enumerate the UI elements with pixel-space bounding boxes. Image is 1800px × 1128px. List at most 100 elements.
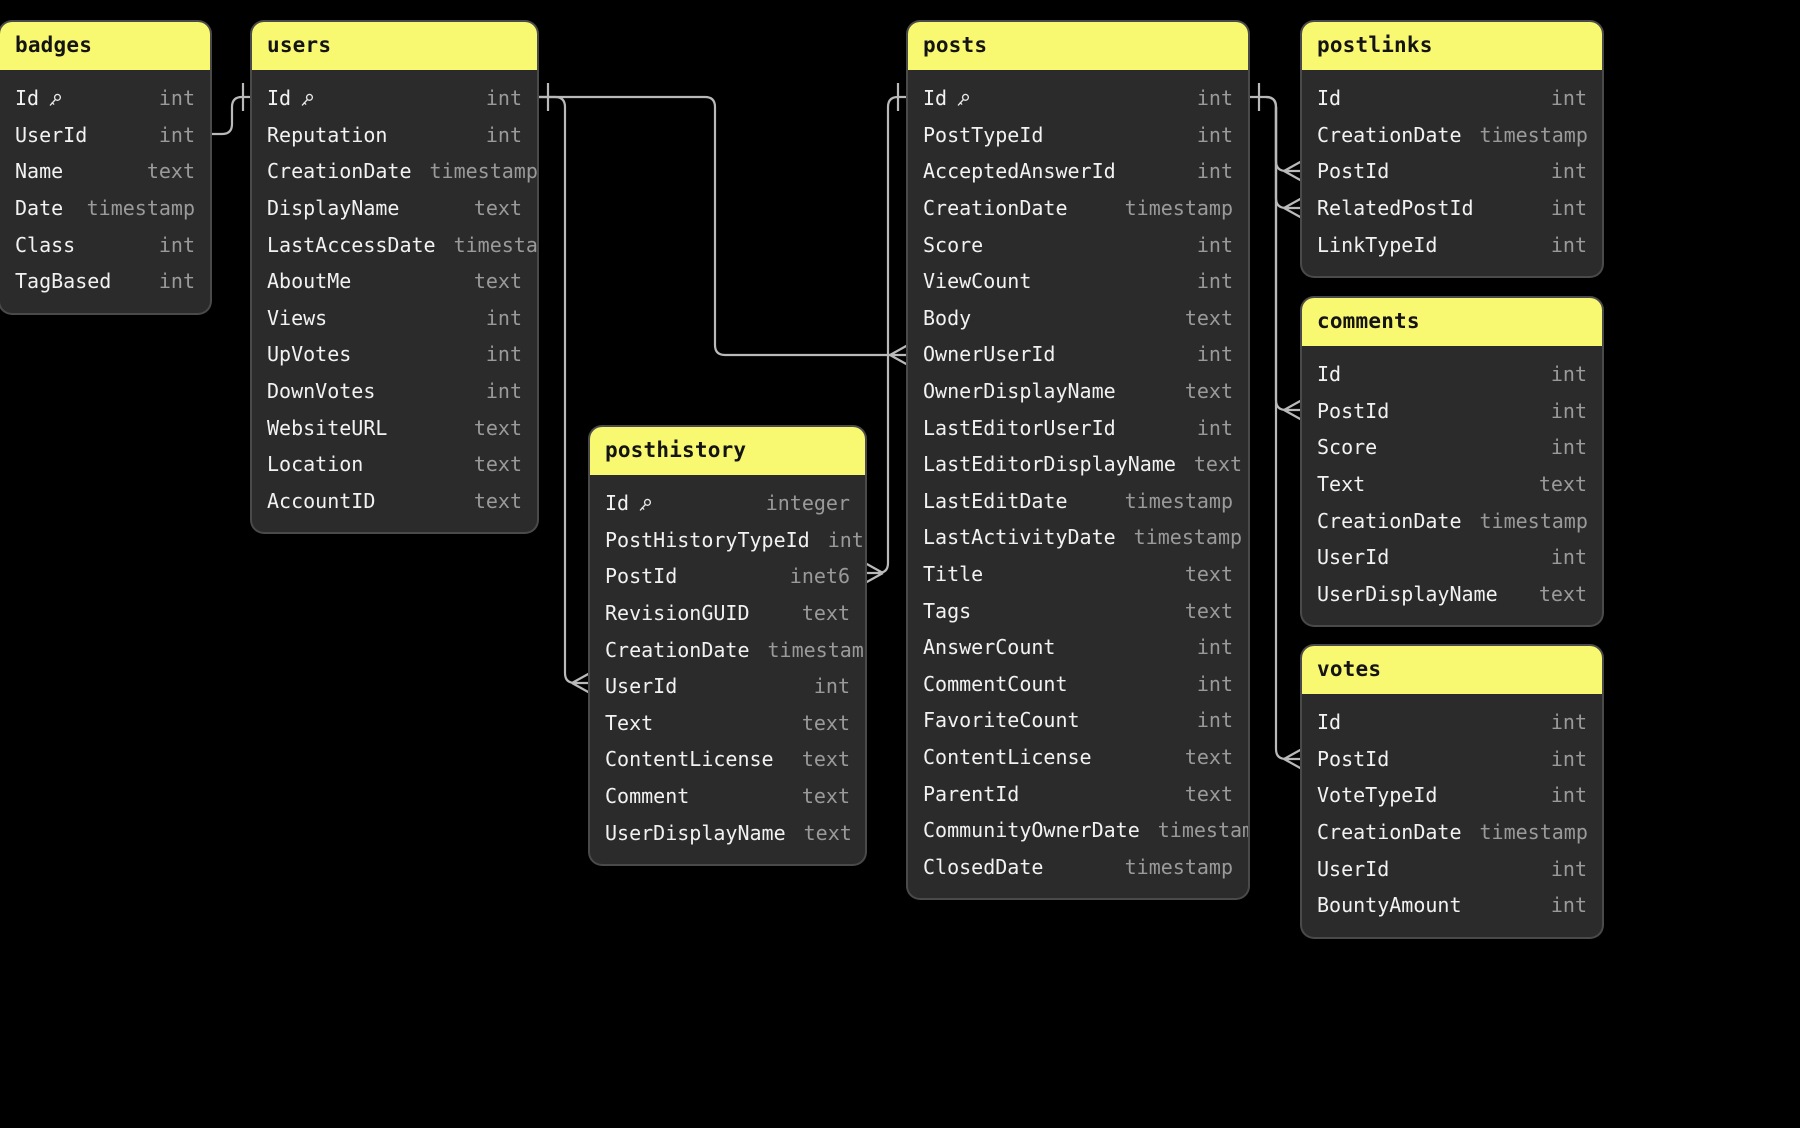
field-name: ClosedDate: [923, 855, 1043, 879]
field-type: timestamp: [1133, 525, 1243, 550]
table-header-votes[interactable]: votes: [1302, 646, 1602, 694]
field-name: Text: [605, 711, 653, 735]
table-header-posthistory[interactable]: posthistory: [590, 427, 865, 475]
field-row[interactable]: LastAccessDatetimestamp: [252, 226, 537, 263]
table-header-comments[interactable]: comments: [1302, 298, 1602, 346]
table-header-postlinks[interactable]: postlinks: [1302, 22, 1602, 70]
field-row[interactable]: CommunityOwnerDatetimestamp: [908, 812, 1248, 849]
field-name-label: PostHistoryTypeId: [605, 527, 810, 552]
table-header-posts[interactable]: posts: [908, 22, 1248, 70]
table-header-users[interactable]: users: [252, 22, 537, 70]
field-name-label: CreationDate: [267, 159, 412, 184]
field-name: DownVotes: [267, 379, 375, 403]
field-type: int: [1196, 415, 1233, 440]
field-type: timestamp: [1479, 122, 1588, 147]
key-icon: [46, 90, 63, 107]
field-name: BountyAmount: [1317, 893, 1462, 917]
field-name: Reputation: [267, 123, 387, 147]
field-name: LastEditorDisplayName: [923, 452, 1176, 476]
field-name-label: AccountID: [267, 488, 376, 513]
field-type: int: [1550, 159, 1587, 184]
edge-postlinks-posts: [1248, 83, 1303, 182]
field-type: int: [1196, 232, 1233, 257]
table-header-badges[interactable]: badges: [0, 22, 210, 70]
field-type: timestamp: [767, 637, 866, 662]
